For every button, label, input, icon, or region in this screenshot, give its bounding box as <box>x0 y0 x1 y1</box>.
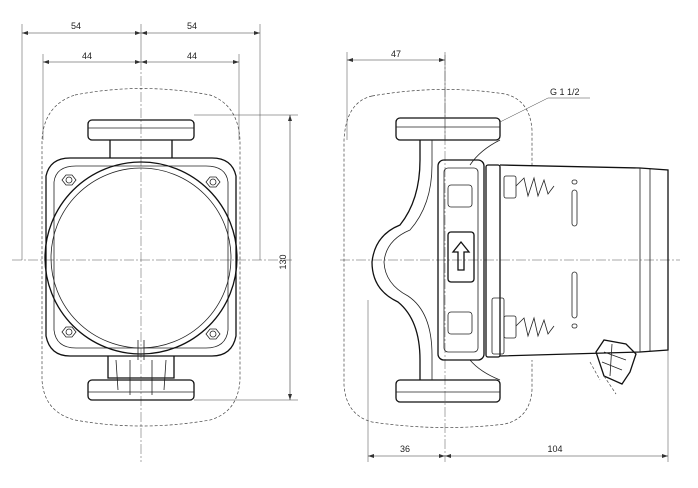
side-electronics-plate <box>485 164 501 358</box>
front-dim-inner <box>43 60 239 64</box>
side-motor-housing <box>499 164 669 357</box>
side-top-flange <box>395 117 501 141</box>
front-motor-circle-outer <box>44 161 238 355</box>
front-dim-height-label: 130 <box>278 254 288 269</box>
side-vent-slot-bottom <box>571 271 578 319</box>
side-pump-casing <box>371 140 421 380</box>
thread-label: G 1 1/2 <box>550 87 580 97</box>
side-dim-bottom <box>368 454 668 458</box>
front-pump-body <box>45 157 237 357</box>
side-dim-bottom-right-label: 104 <box>547 444 562 454</box>
front-envelope <box>41 88 241 427</box>
front-pump-body-inner <box>53 165 229 349</box>
front-dim-top-left-label: 54 <box>71 21 81 31</box>
side-pump-body <box>437 159 485 361</box>
side-dim-top-label: 47 <box>391 49 401 59</box>
front-bolt-bottom-right <box>205 328 221 340</box>
front-bolt-top-right <box>205 176 221 188</box>
side-view: G 1 1/2 47 36 104 <box>340 49 680 462</box>
thread-leader-line <box>499 97 549 123</box>
side-vent-slot-top <box>571 189 578 227</box>
side-dim-top <box>347 58 445 62</box>
side-dim-bottom-left-label: 36 <box>400 444 410 454</box>
front-dim-inner-left-label: 44 <box>82 51 92 61</box>
front-dim-height <box>288 115 292 400</box>
front-bottom-flange <box>87 379 195 401</box>
front-bolt-top-left <box>61 174 77 186</box>
front-motor-circle-inner <box>50 167 232 349</box>
front-dim-top <box>22 31 260 35</box>
front-view: 54 54 44 44 130 <box>12 21 298 462</box>
front-dim-inner-right-label: 44 <box>187 51 197 61</box>
side-bottom-flange <box>395 379 501 403</box>
front-bottom-connector <box>107 340 175 395</box>
front-bolt-bottom-left <box>61 326 77 338</box>
side-spring-bottom <box>515 316 555 338</box>
side-cable-plug <box>589 339 637 395</box>
side-pump-casing-inner <box>383 140 433 380</box>
flow-direction-arrow-icon <box>447 231 475 283</box>
front-top-flange <box>87 119 195 158</box>
front-dim-top-right-label: 54 <box>187 21 197 31</box>
side-spring-top <box>515 176 555 198</box>
side-envelope <box>343 89 533 428</box>
